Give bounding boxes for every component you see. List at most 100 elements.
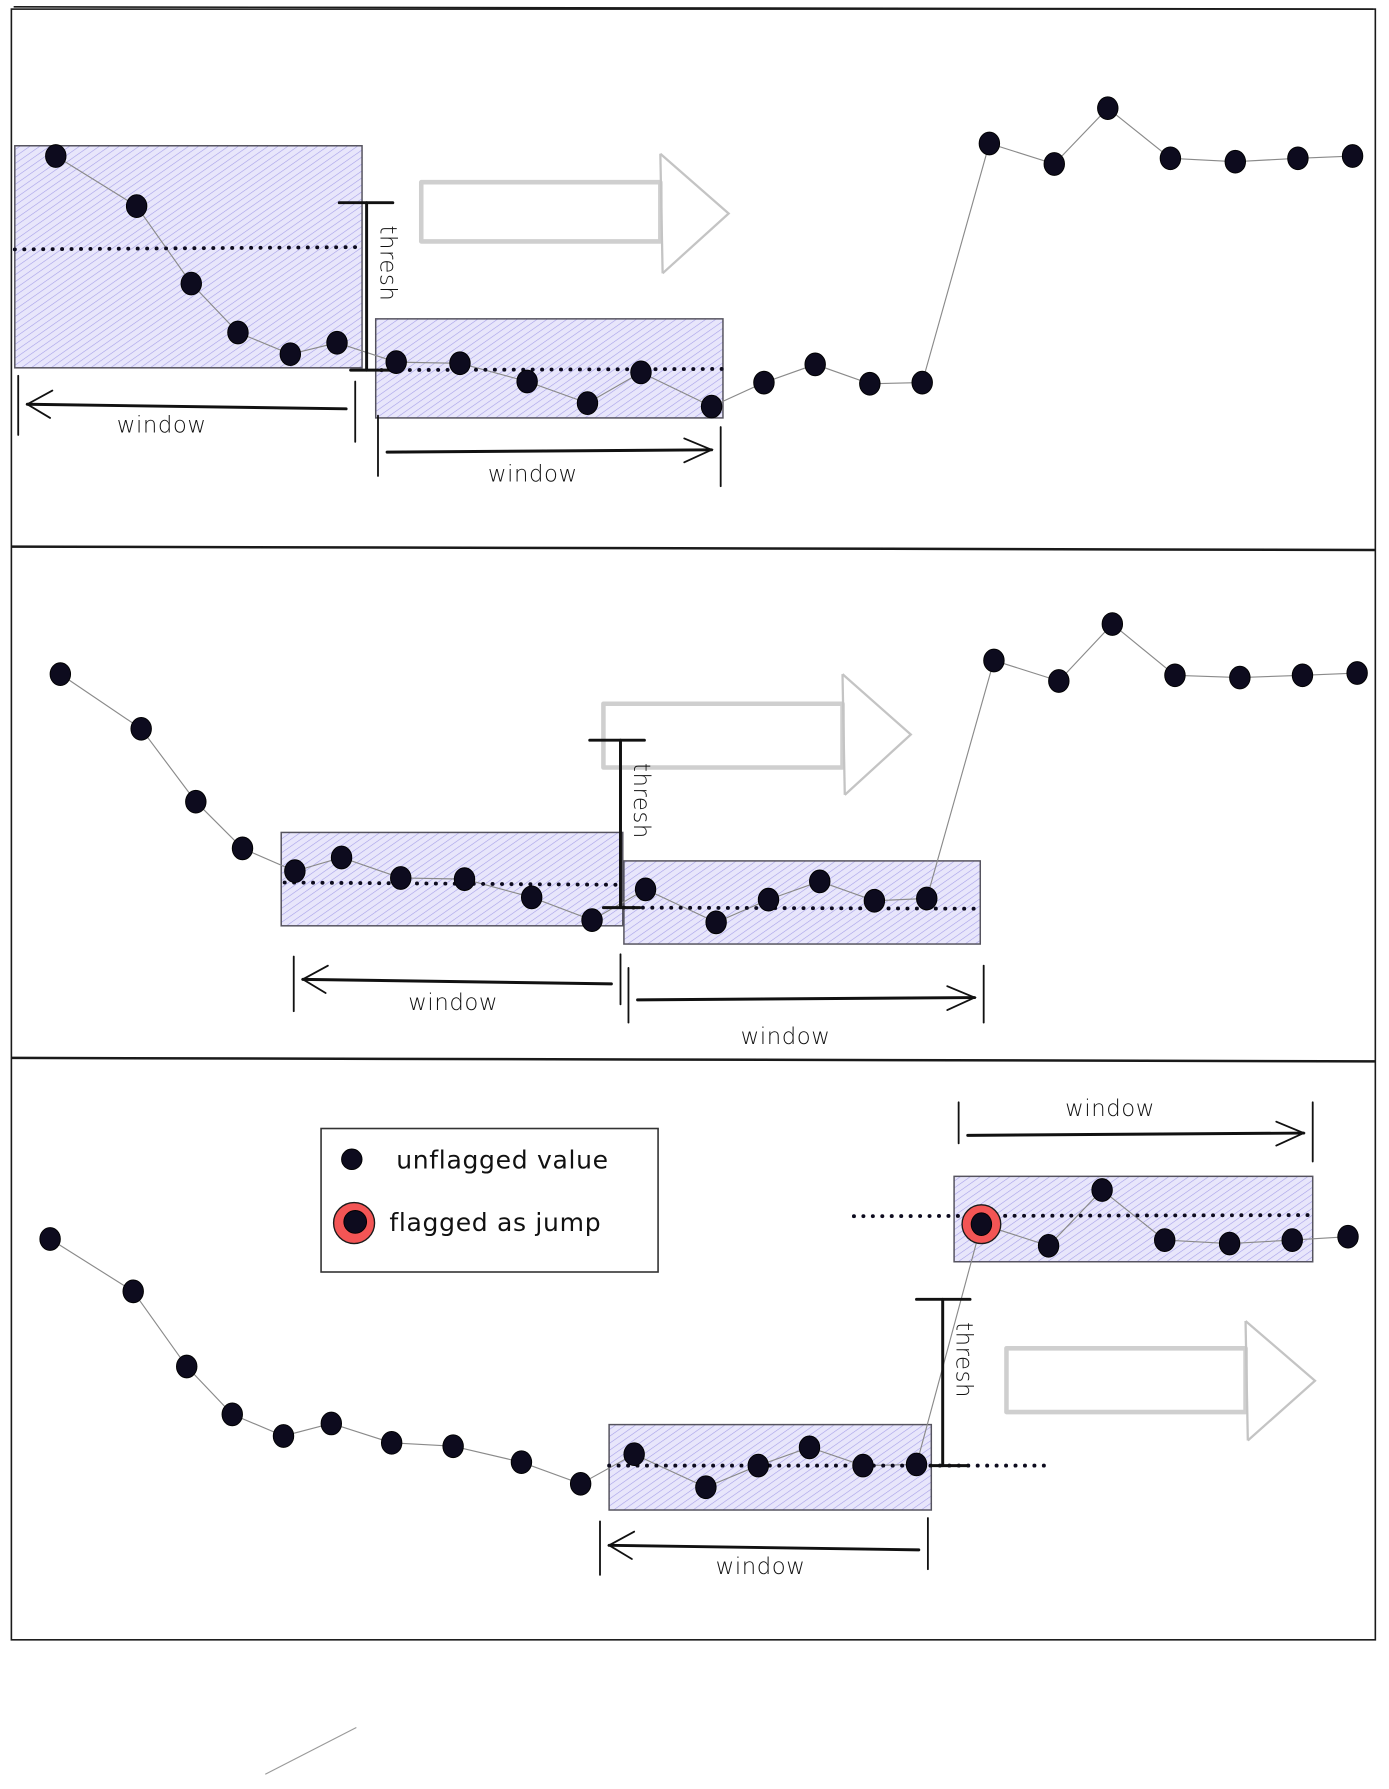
data-point [284, 859, 306, 883]
data-point [630, 360, 652, 385]
outer-frame [10, 8, 1377, 1641]
legend-unflagged-dot-icon [341, 1148, 363, 1170]
thresh-label: thresh [950, 1322, 976, 1398]
data-point [231, 836, 254, 861]
arrowhead-right-icon [683, 437, 714, 464]
data-point [122, 1279, 144, 1304]
legend-unflagged-label: unflagged value [396, 1145, 609, 1174]
data-point [1341, 144, 1364, 168]
data-point [576, 391, 599, 415]
slide-direction-arrow-icon [1004, 1346, 1248, 1415]
data-point [442, 1434, 464, 1459]
panel-divider-2 [11, 1056, 1376, 1063]
arrowhead-left-icon [25, 389, 54, 419]
data-point [130, 716, 152, 741]
slide-direction-arrow-icon [418, 179, 663, 244]
data-point [180, 271, 202, 296]
data-point [449, 351, 471, 376]
data-point [185, 789, 207, 814]
data-point [1159, 146, 1182, 171]
data-point [176, 1354, 198, 1379]
data-point [1218, 1231, 1241, 1256]
data-point [390, 866, 412, 890]
data-point [705, 910, 727, 935]
right-window-box [953, 1175, 1314, 1263]
data-point [221, 1402, 243, 1427]
arrowhead-left-icon [607, 1530, 636, 1560]
data-point [1043, 152, 1065, 176]
left-window-arrow [301, 977, 613, 986]
data-point [1091, 1178, 1113, 1202]
data-point [983, 648, 1005, 673]
data-point [581, 908, 603, 932]
right-window-mean-line [851, 1213, 1312, 1219]
legend-box [320, 1127, 659, 1273]
stray-sketch-line [265, 1726, 357, 1775]
left-window-box [14, 145, 363, 369]
data-point [1224, 149, 1247, 174]
panel-divider-1 [11, 545, 1376, 552]
data-point [798, 1435, 821, 1460]
data-point [39, 1227, 61, 1251]
data-point [520, 885, 543, 910]
data-point [916, 886, 938, 911]
slide-direction-arrowhead-icon [659, 152, 731, 275]
right-window-mean-line [621, 905, 978, 911]
right-window-arrow [636, 996, 977, 1002]
data-point [516, 369, 538, 394]
data-point [1037, 1233, 1060, 1258]
right-window-mean-line [379, 367, 725, 373]
frame-top-sketch-line [13, 6, 1374, 10]
right-window-arrow [385, 448, 714, 454]
data-point [279, 342, 302, 366]
left-window-mean-line [12, 245, 364, 252]
legend: unflagged value flagged as jump [320, 1127, 659, 1273]
right-window-arrow [966, 1131, 1306, 1137]
thresh-label: thresh [628, 763, 654, 839]
data-point [757, 887, 780, 912]
data-point [1287, 146, 1309, 171]
data-point [380, 1430, 403, 1455]
data-point [905, 1452, 928, 1477]
data-point [1346, 661, 1368, 685]
slide-direction-arrow-base [841, 674, 846, 795]
data-point [272, 1424, 295, 1448]
data-point [978, 131, 1001, 156]
arrowhead-left-icon [301, 964, 329, 994]
data-point [1048, 669, 1070, 693]
data-point [320, 1411, 343, 1436]
data-point [753, 370, 775, 395]
data-point [330, 845, 353, 870]
data-point [1164, 663, 1186, 688]
data-point [326, 330, 348, 355]
slide-direction-arrowhead-icon [1244, 1320, 1317, 1442]
slide-direction-arrowhead-icon [841, 673, 913, 796]
data-point [453, 867, 476, 891]
slide-direction-arrow-icon [601, 701, 845, 770]
right-window-label: window [1065, 1096, 1155, 1122]
data-point [809, 869, 831, 894]
slide-direction-arrow-base [1244, 1320, 1249, 1441]
slide-direction-arrow-base [659, 153, 664, 274]
data-point [852, 1453, 874, 1478]
data-point [49, 662, 72, 686]
left-window-label: window [117, 413, 207, 439]
data-point [634, 877, 657, 902]
legend-flagged-dot-icon [343, 1210, 368, 1234]
left-window-arrow [25, 402, 348, 411]
data-point [227, 320, 249, 345]
data-point [385, 350, 407, 374]
right-window-label: window [488, 462, 578, 488]
data-point [1097, 96, 1119, 121]
data-point [804, 352, 826, 377]
data-point [695, 1475, 717, 1500]
data-point [1154, 1228, 1176, 1252]
data-point [747, 1453, 769, 1478]
data-point [510, 1450, 533, 1475]
data-point [700, 394, 723, 419]
data-point [859, 371, 881, 396]
